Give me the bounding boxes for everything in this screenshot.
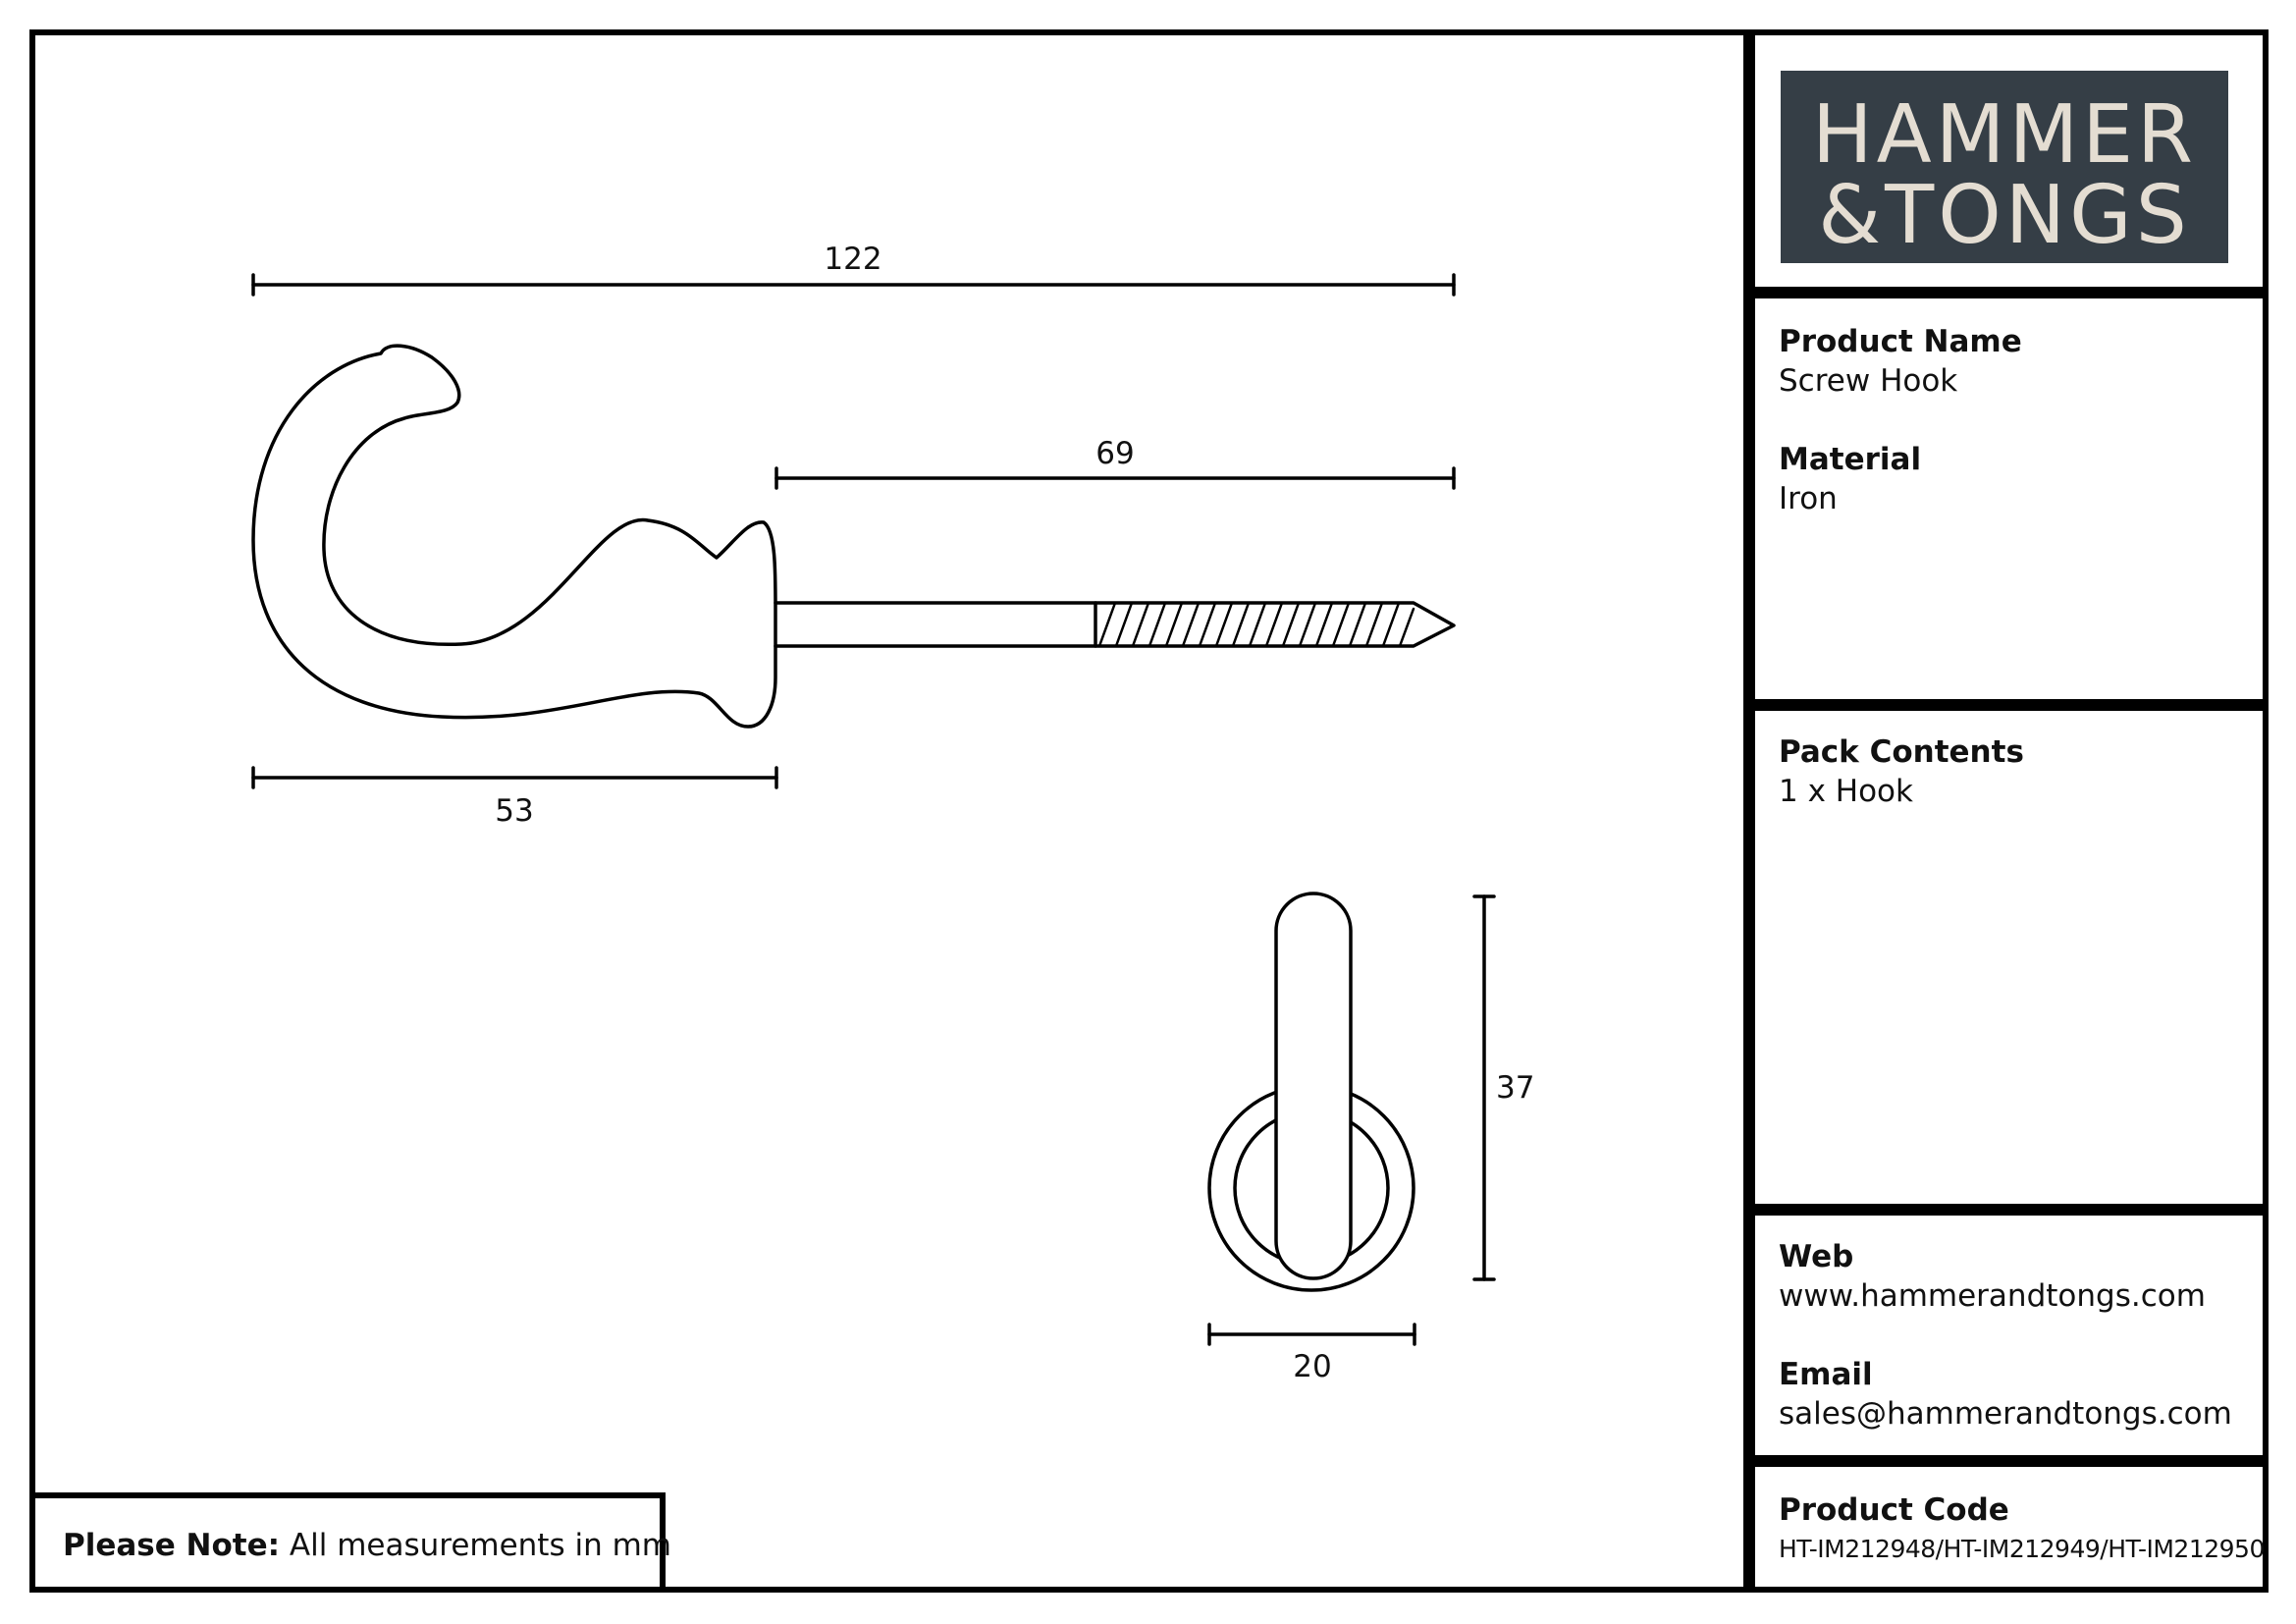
product-name-label: Product Name	[1779, 324, 2022, 359]
product-name-value: Screw Hook	[1779, 363, 1958, 399]
product-code-panel: Product Code HT-IM212948/HT-IM212949/HT-…	[1779, 1490, 2265, 1569]
dim-label-width: 20	[1293, 1349, 1331, 1384]
screw-threads	[1097, 601, 1415, 648]
title-block-divider	[1743, 29, 1755, 1593]
dim-label-height: 37	[1496, 1070, 1534, 1106]
pack-contents-panel: Pack Contents 1 x Hook	[1779, 732, 2024, 811]
measurement-note-box: Please Note: All measurements in mm	[29, 1492, 671, 1593]
brand-logo: HAMMER &TONGS	[1781, 71, 2228, 263]
logo-text-line2: &TONGS	[1818, 169, 2191, 262]
web-value: www.hammerandtongs.com	[1779, 1278, 2206, 1314]
hook-side-view	[251, 344, 777, 729]
hook-front-view	[1207, 892, 1415, 1292]
email-label: Email	[1779, 1357, 1873, 1392]
dim-screw-length	[774, 466, 1456, 490]
note-label: Please Note:	[63, 1528, 281, 1563]
dim-hook-depth	[251, 766, 778, 789]
dim-label-depth: 53	[495, 793, 533, 829]
product-info-panel: Product Name Screw Hook Material Iron	[1779, 322, 2022, 518]
measurement-note: Please Note: All measurements in mm	[63, 1528, 671, 1563]
dim-label-overall: 122	[824, 242, 881, 277]
drawing-frame	[29, 29, 2269, 1593]
dim-label-screw: 69	[1095, 436, 1134, 471]
dim-width	[1207, 1323, 1416, 1346]
divider	[1755, 287, 2269, 298]
product-code-label: Product Code	[1779, 1492, 2009, 1528]
material-value: Iron	[1779, 481, 1838, 516]
pack-contents-label: Pack Contents	[1779, 734, 2024, 770]
web-label: Web	[1779, 1239, 1854, 1274]
material-label: Material	[1779, 442, 1922, 477]
logo-text-line1: HAMMER	[1811, 88, 2198, 182]
dim-overall-length	[251, 273, 1456, 297]
screw-shank	[774, 601, 1456, 648]
product-code-value: HT-IM212948/HT-IM212949/HT-IM212950	[1779, 1535, 2265, 1563]
note-text: All measurements in mm	[289, 1528, 671, 1563]
divider	[1755, 1204, 2269, 1216]
divider	[1755, 1455, 2269, 1467]
divider	[1755, 699, 2269, 711]
pack-contents-value: 1 x Hook	[1779, 774, 1913, 809]
contact-panel: Web www.hammerandtongs.com Email sales@h…	[1779, 1237, 2232, 1434]
technical-drawing: 122 69 53 37 20	[251, 242, 1534, 1384]
email-value: sales@hammerandtongs.com	[1779, 1396, 2232, 1432]
dim-height	[1472, 894, 1496, 1281]
